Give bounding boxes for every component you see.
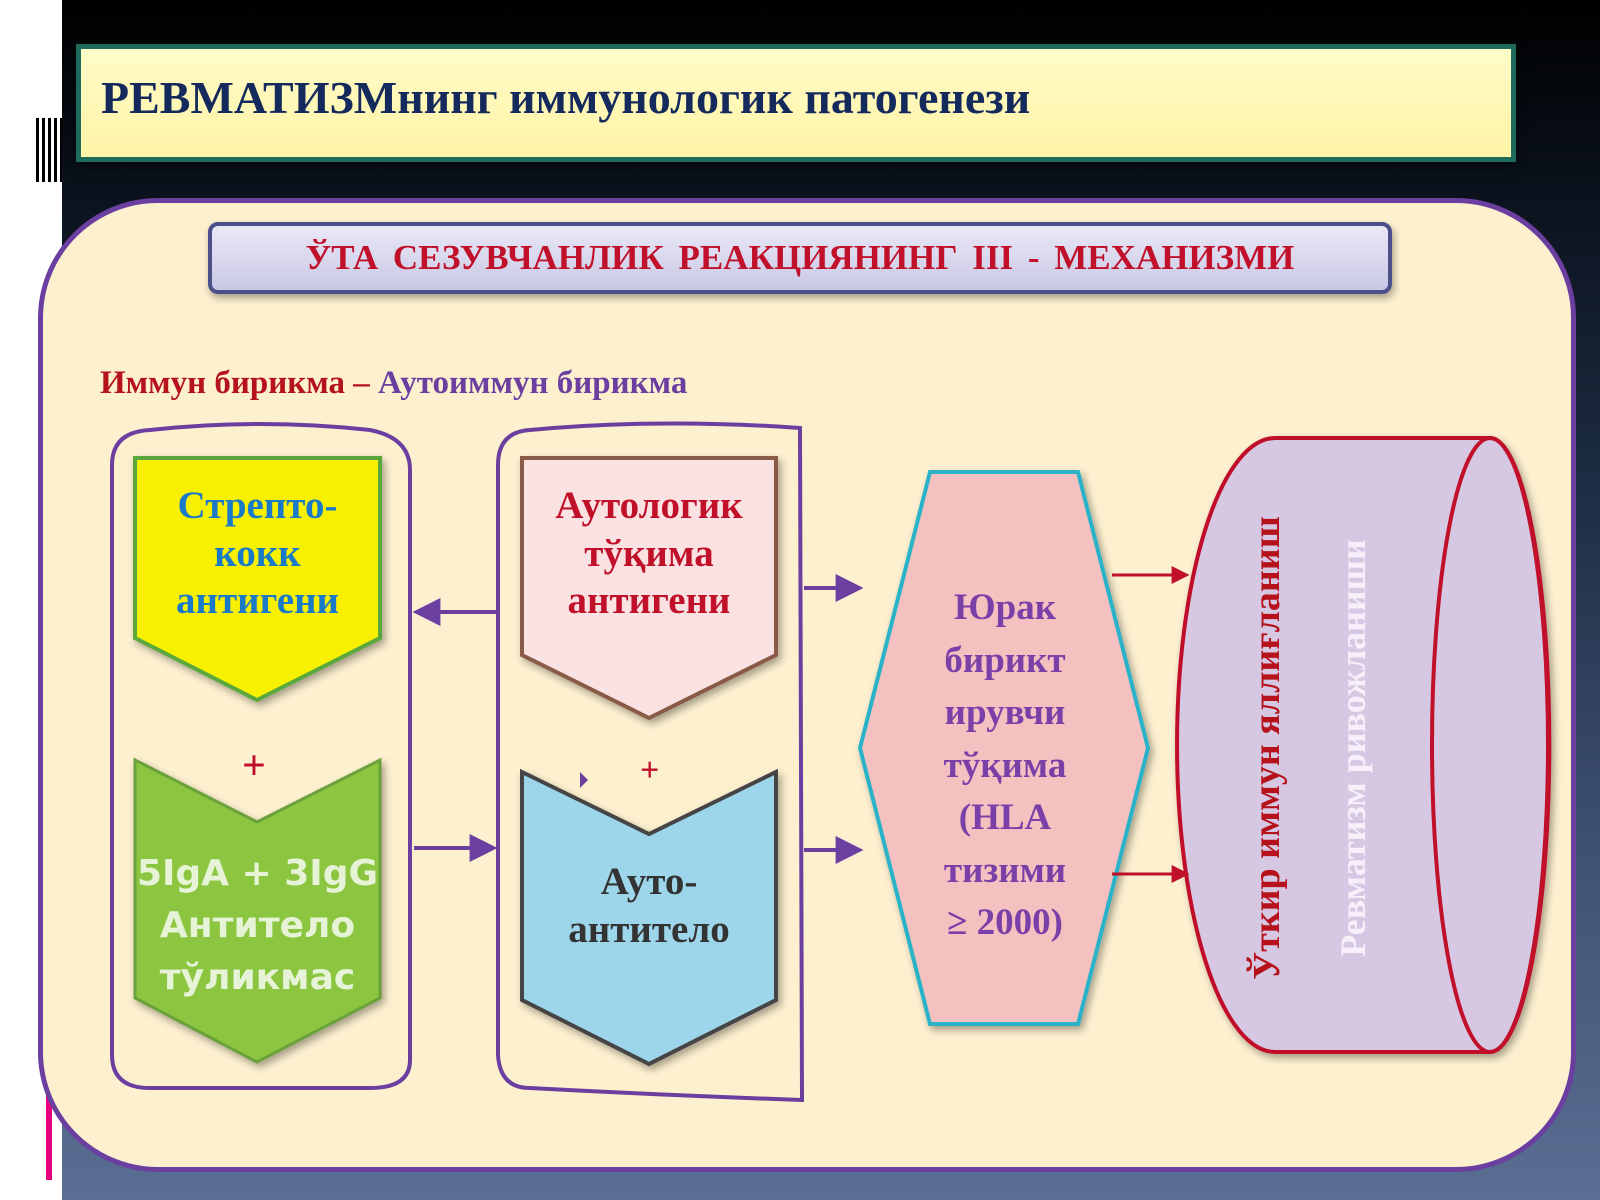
pink-accent-line	[46, 1075, 52, 1180]
autologous-antigen-text: Аутологик тўқима антигени	[555, 484, 743, 623]
strep-antigen-shape	[133, 456, 382, 703]
cylinder-text-rheumatism-development: Ревматизм ривожланиши	[1333, 539, 1373, 957]
middle-group-bracket	[496, 421, 805, 1103]
heart-tissue-shape	[857, 470, 1151, 1026]
small-triangle-marker	[580, 772, 588, 788]
plus-sign-left: +	[242, 743, 266, 789]
plus-sign-right: +	[640, 752, 660, 789]
complex-label: Иммун бирикма – Аутоиммун бирикма	[100, 365, 687, 402]
autoimmune-complex-label: Аутоиммун бирикма	[369, 365, 688, 401]
left-group-bracket	[110, 422, 412, 1090]
slide-stripe-decoration	[36, 118, 62, 182]
cylinder-end	[1430, 436, 1550, 1054]
antibody-shape	[133, 757, 382, 1064]
subtitle-box: ЎТА СЕЗУВЧАНЛИК РЕАКЦИЯНИНГ III - МЕХАНИ…	[208, 222, 1392, 294]
antibody-text: 5IgA + 3IgG Антитело тўликмас	[136, 853, 379, 999]
subtitle-text: ЎТА СЕЗУВЧАНЛИК РЕАКЦИЯНИНГ III - МЕХАНИ…	[305, 238, 1295, 277]
heart-tissue-text: Юрак бирикт ирувчи тўқима (HLA тизими ≥ …	[943, 587, 1067, 944]
autoantibody-shape	[520, 768, 778, 1067]
title-box: РЕВМАТИЗМнинг иммунологик патогенези	[76, 44, 1516, 162]
slide-title: РЕВМАТИЗМнинг иммунологик патогенези	[101, 72, 1031, 123]
autoantibody-text: Ауто- антитело	[568, 860, 730, 951]
immune-complex-label: Иммун бирикма –	[100, 365, 370, 401]
strep-antigen-text: Стрепто- кокк антигени	[175, 484, 340, 623]
cylinder-text-acute-inflammation: Ўткир иммун яллиғланиш	[1246, 516, 1288, 980]
autologous-antigen-shape	[520, 456, 778, 721]
